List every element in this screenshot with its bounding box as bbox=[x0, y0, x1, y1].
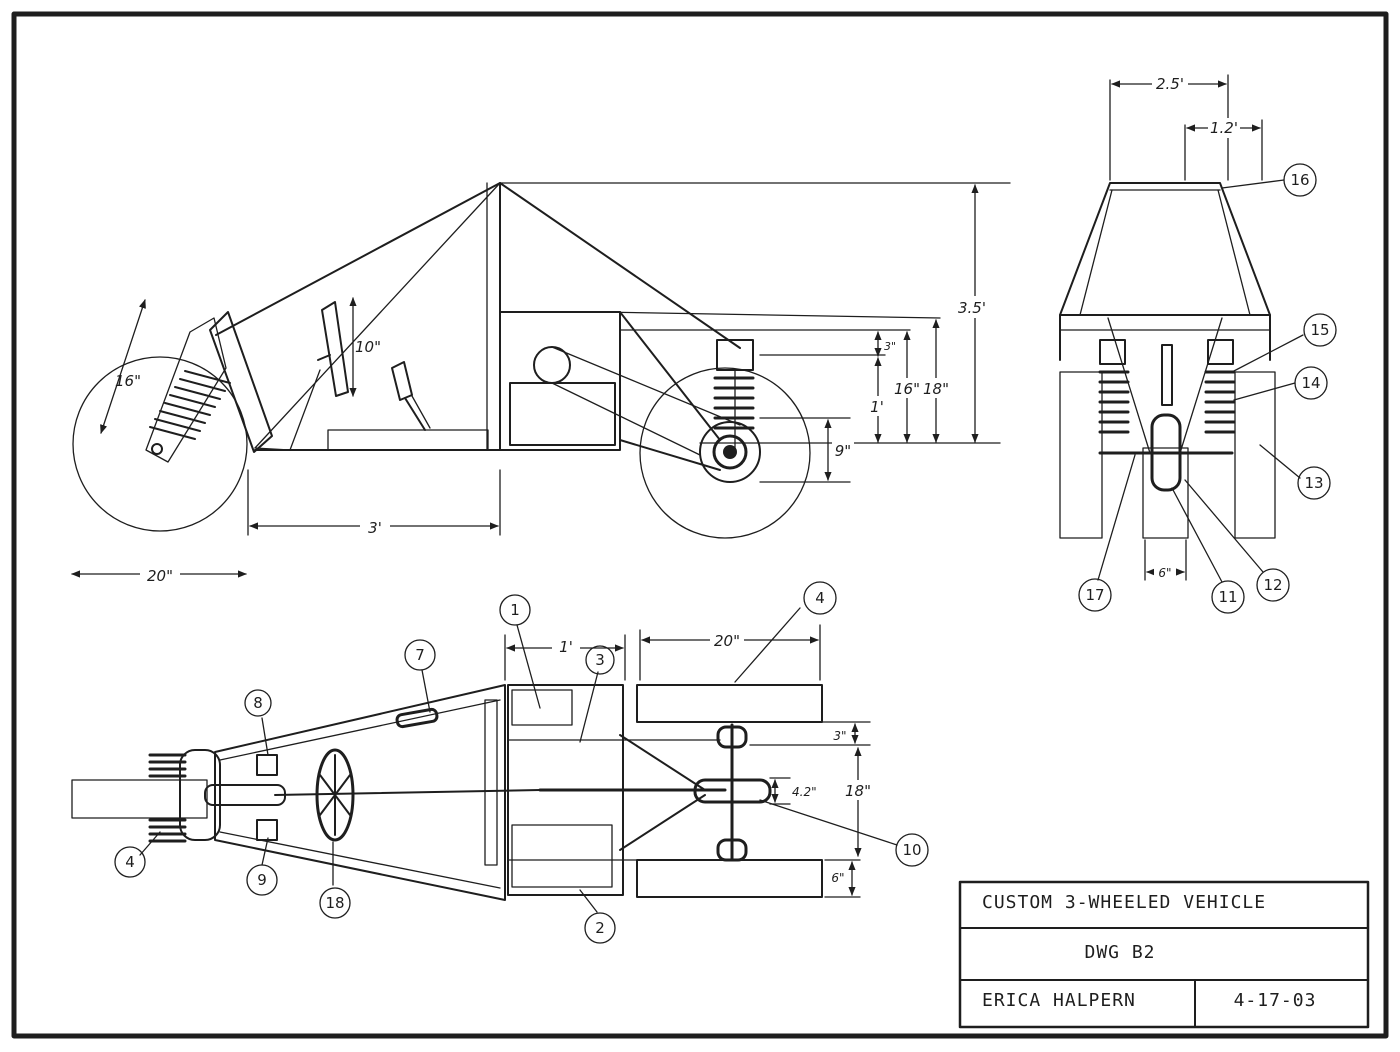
dim-top-track: 18" bbox=[845, 782, 871, 800]
callout-9: 9 bbox=[257, 871, 267, 889]
side-rear-hub bbox=[699, 421, 761, 483]
side-floor bbox=[327, 429, 489, 451]
dim-top-offset: 3" bbox=[833, 729, 846, 743]
top-frame bbox=[214, 684, 506, 901]
callout-12: 12 bbox=[1263, 576, 1282, 594]
rear-rollbar bbox=[1059, 182, 1271, 361]
drawing-number: DWG B2 bbox=[1084, 942, 1155, 963]
rear-view-shocks bbox=[1098, 339, 1236, 434]
callout-8: 8 bbox=[253, 694, 263, 712]
side-front-fork bbox=[209, 311, 273, 453]
callout-2: 2 bbox=[595, 919, 605, 937]
callout-15: 15 bbox=[1310, 321, 1329, 339]
side-frame bbox=[215, 182, 501, 451]
drawing-author: ERICA HALPERN bbox=[982, 990, 1136, 1011]
callout-1: 1 bbox=[510, 601, 520, 619]
callouts: 16 15 14 13 17 11 12 1 3 4 7 10 8 9 18 2… bbox=[114, 163, 1337, 944]
dim-rear-half: 1.2' bbox=[1210, 119, 1238, 137]
top-rear-hub bbox=[693, 778, 772, 804]
dim-shock-length: 16" bbox=[115, 372, 141, 390]
callout-7: 7 bbox=[415, 646, 425, 664]
dim-rear-16: 16" bbox=[894, 380, 920, 398]
dim-wheelbase: 3' bbox=[368, 519, 382, 537]
rear-left-wheel bbox=[1059, 371, 1103, 539]
drawing-date: 4-17-03 bbox=[1234, 990, 1317, 1011]
callout-14: 14 bbox=[1301, 374, 1320, 392]
dim-rear-1ft: 1' bbox=[870, 398, 884, 416]
dim-front-wheel: 20" bbox=[147, 567, 173, 585]
rear-right-wheel bbox=[1234, 371, 1276, 539]
side-rear-shock bbox=[713, 339, 755, 451]
dim-rear-3: 3" bbox=[884, 340, 896, 353]
drawing-title: CUSTOM 3-WHEELED VEHICLE bbox=[982, 892, 1266, 913]
sheet-border bbox=[11, 11, 1389, 1039]
dim-overall-height: 3.5' bbox=[958, 299, 986, 317]
top-rear-wheel-left bbox=[636, 684, 823, 723]
top-view: 1' 20" 3" 4.2" 18" 6" bbox=[71, 624, 876, 901]
callout-4-left: 4 bbox=[125, 853, 135, 871]
side-front-wheel bbox=[72, 356, 248, 532]
dim-rear-width: 2.5' bbox=[1156, 75, 1184, 93]
dim-rear-18: 18" bbox=[923, 380, 949, 398]
callout-16: 16 bbox=[1290, 171, 1309, 189]
callout-3: 3 bbox=[595, 651, 605, 669]
callout-13: 13 bbox=[1304, 474, 1323, 492]
callout-11: 11 bbox=[1218, 588, 1237, 606]
top-rear-wheel-right bbox=[636, 859, 823, 898]
dim-rear-wheel-width: 6" bbox=[1158, 566, 1171, 580]
title-block: CUSTOM 3-WHEELED VEHICLE DWG B2 ERICA HA… bbox=[958, 880, 1370, 1029]
top-steering-wheel bbox=[315, 748, 355, 842]
dim-top-hub: 4.2" bbox=[792, 785, 817, 799]
side-engine-box bbox=[499, 311, 621, 451]
side-rear-wheel bbox=[639, 367, 811, 539]
side-pedal bbox=[391, 361, 413, 401]
side-front-shock bbox=[145, 317, 231, 463]
dim-top-wheel-width: 6" bbox=[831, 871, 844, 885]
callout-10: 10 bbox=[902, 841, 921, 859]
side-view: 20" 3' 16" 10" 3" 1' 16" 18" bbox=[71, 182, 1011, 585]
top-front-wheel bbox=[71, 779, 208, 819]
side-seat bbox=[321, 301, 349, 397]
callout-18: 18 bbox=[325, 894, 344, 912]
callout-17: 17 bbox=[1085, 586, 1104, 604]
rear-center-wheel bbox=[1142, 447, 1189, 539]
dim-axle-9: 9" bbox=[835, 442, 851, 460]
dim-box-length: 1' bbox=[559, 638, 573, 656]
callout-4-top: 4 bbox=[815, 589, 825, 607]
rear-view: 2.5' 1.2' 6" bbox=[1059, 72, 1276, 582]
dim-top-wheel-length: 20" bbox=[714, 632, 740, 650]
dim-seat: 10" bbox=[355, 338, 381, 356]
